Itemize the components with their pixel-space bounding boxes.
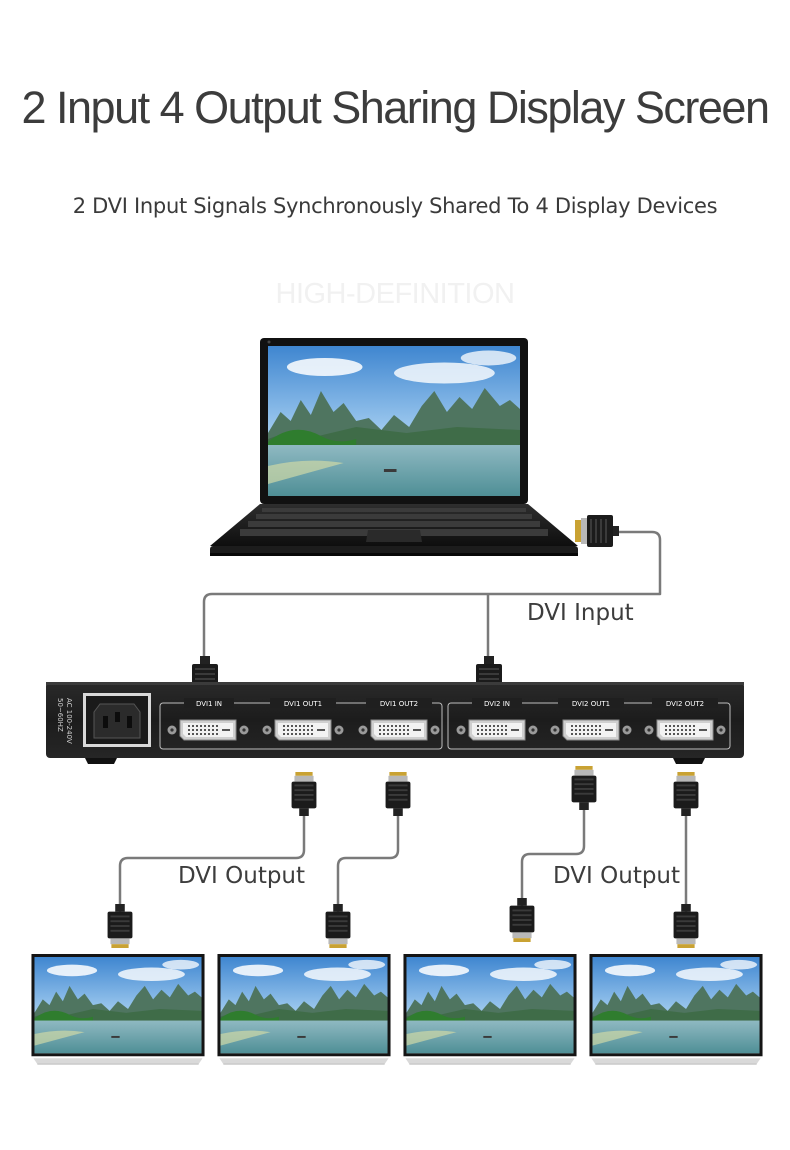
laptop-screen-image xyxy=(268,346,520,496)
power-label-1: AC 100-240V xyxy=(65,698,73,744)
dvi-connector-icon xyxy=(325,904,351,948)
dvi-connector-icon xyxy=(571,766,597,810)
laptop-icon xyxy=(210,338,578,556)
output-cable-3 xyxy=(520,806,586,906)
dvi-output-label-left: DVI Output xyxy=(178,863,306,889)
monitor-icon xyxy=(403,954,576,1064)
dvi-connector-icon xyxy=(291,772,317,816)
dvi-connector-icon xyxy=(673,772,699,816)
port-label-dvi2-out1: DVI2 OUT1 xyxy=(572,700,610,708)
dvi-connector-icon xyxy=(107,904,133,948)
port-label-dvi1-out1: DVI1 OUT1 xyxy=(284,700,322,708)
power-label-2: 50~60HZ xyxy=(56,698,64,732)
power-socket-icon xyxy=(83,693,151,747)
dvi-connector-icon xyxy=(509,898,535,942)
dvi-output-label-right: DVI Output xyxy=(553,863,681,889)
dvi-connector-icon xyxy=(575,515,619,547)
dvi-connector-icon xyxy=(385,772,411,816)
port-label-dvi1-out2: DVI1 OUT2 xyxy=(380,700,418,708)
port-label-dvi1-in: DVI1 IN xyxy=(196,700,222,708)
monitor-icon xyxy=(217,954,390,1064)
monitor-icon xyxy=(31,954,204,1064)
dvi-connector-icon xyxy=(673,904,699,948)
page-subtitle: 2 DVI Input Signals Synchronously Shared… xyxy=(72,194,718,218)
page-title: 2 Input 4 Output Sharing Display Screen xyxy=(21,82,770,133)
output-cable-2 xyxy=(336,812,400,912)
cable-lines xyxy=(118,530,688,912)
dvi-input-label: DVI Input xyxy=(527,600,634,626)
splitter-device: AC 100-240V 50~60HZ DVI1 IN DVI1 OUT1 DV… xyxy=(46,682,744,764)
port-label-dvi2-in: DVI2 IN xyxy=(484,700,510,708)
watermark-text: HIGH-DEFINITION xyxy=(275,278,516,310)
input-cable-1 xyxy=(202,530,662,662)
monitor-icon xyxy=(589,954,762,1064)
output-cable-1 xyxy=(118,812,306,912)
port-label-dvi2-out2: DVI2 OUT2 xyxy=(666,700,704,708)
